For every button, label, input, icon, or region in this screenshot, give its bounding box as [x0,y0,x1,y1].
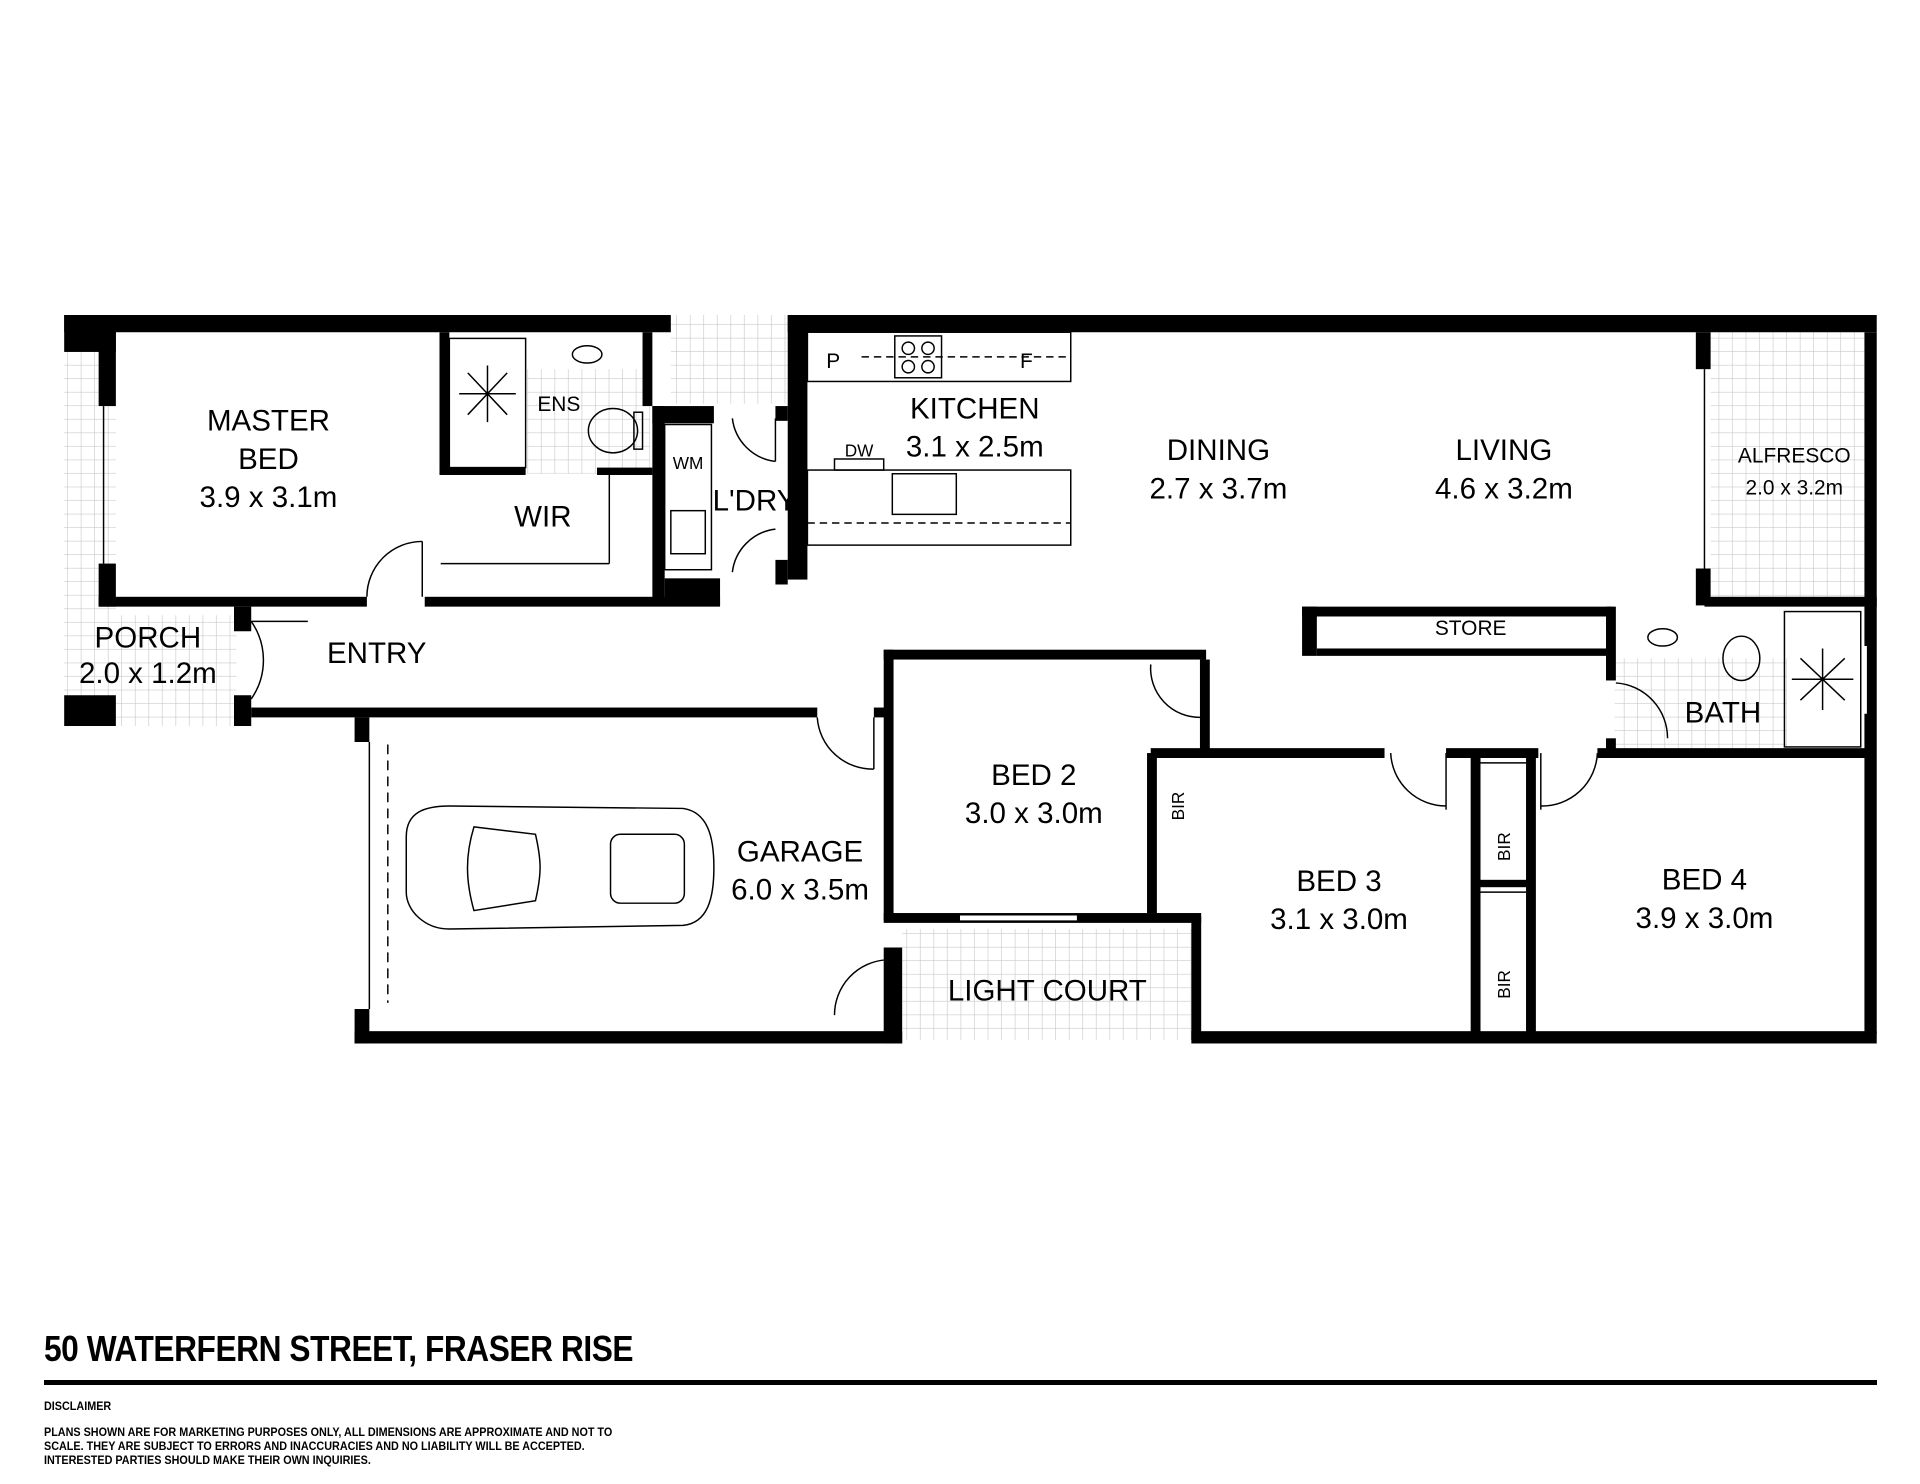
dining-name: DINING [1167,434,1270,467]
bed3-size: 3.1 x 3.0m [1270,903,1408,936]
entry-label: ENTRY [327,637,427,670]
room-labels: MASTER BED 3.9 x 3.1m ENS WIR WM L'DRY P… [79,350,1851,1007]
light-court-label: LIGHT COURT [948,974,1147,1007]
master-bed-size: 3.9 x 3.1m [200,481,338,514]
divider [44,1380,1877,1385]
master-bed-name-2: BED [238,443,299,476]
bath-label: BATH [1685,696,1762,729]
living-size: 4.6 x 3.2m [1435,472,1573,505]
disclaimer-text: PLANS SHOWN ARE FOR MARKETING PURPOSES O… [44,1425,613,1467]
walls [64,315,1877,1044]
kitchen-name: KITCHEN [910,392,1040,425]
alfresco-size: 2.0 x 3.2m [1745,477,1843,500]
bed4-size: 3.9 x 3.0m [1636,902,1774,935]
alfresco-name: ALFRESCO [1738,445,1851,468]
pantry-label: P [826,350,840,373]
fridge-label: F [1020,350,1033,373]
disclaimer-heading: DISCLAIMER [44,1399,112,1413]
fixtures [102,331,1867,1016]
property-address: 50 WATERFERN STREET, FRASER RISE [44,1328,634,1369]
laundry-label: L'DRY [713,485,797,518]
dishwasher-label: DW [845,441,874,461]
kitchen-size: 3.1 x 2.5m [906,431,1044,464]
bed4-robe-label: BIR [1494,970,1514,999]
dining-size: 2.7 x 3.7m [1150,472,1288,505]
wir-label: WIR [514,501,571,534]
living-name: LIVING [1455,434,1552,467]
bed2-size: 3.0 x 3.0m [965,797,1103,830]
master-bed-name: MASTER [207,405,330,438]
store-label: STORE [1435,617,1507,640]
ens-label: ENS [537,393,580,416]
footer: 50 WATERFERN STREET, FRASER RISE DISCLAI… [44,1328,1877,1467]
porch-size: 2.0 x 1.2m [79,657,217,690]
bed3-robe-label: BIR [1494,832,1514,861]
tiled-areas [64,315,1869,1040]
garage-name: GARAGE [737,835,863,868]
bed3-name: BED 3 [1296,865,1381,898]
bed4-name: BED 4 [1662,864,1747,897]
bed2-robe-label: BIR [1168,792,1188,821]
porch-name: PORCH [95,621,202,654]
bed2-name: BED 2 [991,759,1076,792]
wm-label: WM [673,453,704,473]
garage-size: 6.0 x 3.5m [731,874,869,907]
